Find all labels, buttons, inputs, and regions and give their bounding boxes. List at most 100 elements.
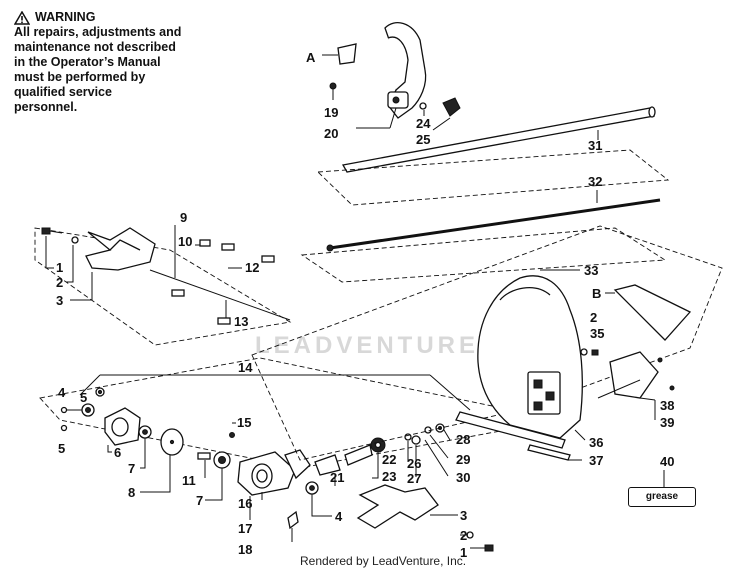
callout-12: 12 xyxy=(245,260,259,275)
footer-credit: Rendered by LeadVenture, Inc. xyxy=(300,554,467,568)
callout-26: 26 xyxy=(407,456,421,471)
callout-28: 28 xyxy=(456,432,470,447)
clip-10 xyxy=(199,239,211,247)
shear-pin-18 xyxy=(287,510,299,530)
key-11 xyxy=(197,452,211,460)
warning-heading: WARNING xyxy=(14,10,214,25)
callout-7-left: 7 xyxy=(128,461,135,476)
gear-21 xyxy=(314,454,341,476)
handle-assembly xyxy=(384,22,427,119)
callout-4-center: 4 xyxy=(335,509,343,524)
callout-38: 38 xyxy=(660,398,674,413)
bearing-7-left xyxy=(138,425,152,439)
callout-A: A xyxy=(306,50,316,65)
warning-line-6: personnel. xyxy=(14,100,78,114)
shaft-31 xyxy=(341,106,656,173)
washer-24 xyxy=(419,102,427,110)
callout-3-upper: 3 xyxy=(56,293,63,308)
chute-housing-33 xyxy=(477,275,583,439)
callout-15: 15 xyxy=(237,415,251,430)
callout-16: 16 xyxy=(238,496,252,511)
callout-8: 8 xyxy=(128,485,135,500)
callout-B: B xyxy=(592,286,601,301)
knob-25 xyxy=(442,97,461,117)
warning-notice: WARNING All repairs, adjustments and mai… xyxy=(14,10,214,115)
washer-2-upper xyxy=(71,236,79,244)
warning-line-5: qualified service xyxy=(14,85,112,99)
decal-a xyxy=(337,43,357,65)
warning-line-2: maintenance not described xyxy=(14,40,176,54)
washer-5-left xyxy=(60,424,68,432)
washer-26 xyxy=(404,433,412,441)
panel-b xyxy=(613,284,692,341)
callout-17: 17 xyxy=(238,521,252,536)
bearing-7-right xyxy=(213,451,231,469)
bearing-4-left xyxy=(81,403,95,417)
callout-25: 25 xyxy=(416,132,430,147)
callout-19: 19 xyxy=(324,105,338,120)
bolt-35 xyxy=(591,349,599,356)
bar-37 xyxy=(455,411,571,461)
pin-15 xyxy=(229,422,236,438)
warning-line-1: All repairs, adjustments and xyxy=(14,25,182,39)
callout-33: 33 xyxy=(584,263,598,278)
bearing-5-left xyxy=(95,387,105,397)
disc-8 xyxy=(160,428,184,456)
callout-29: 29 xyxy=(456,452,470,467)
warning-line-3: in the Operator’s Manual xyxy=(14,55,161,69)
callout-2-upper: 2 xyxy=(56,275,63,290)
watermark: LEADVENTURE xyxy=(255,332,480,359)
callout-14: 14 xyxy=(238,360,253,375)
callout-4-left: 4 xyxy=(58,385,66,400)
rod-32 xyxy=(326,198,661,252)
callout-5-upper-left: 5 xyxy=(80,390,87,405)
callout-39: 39 xyxy=(660,415,674,430)
housing-6 xyxy=(104,407,141,446)
callout-13: 13 xyxy=(234,314,248,329)
guide-3-upper xyxy=(85,227,156,271)
callout-31: 31 xyxy=(588,138,602,153)
callout-27: 27 xyxy=(407,471,421,486)
bolt-19 xyxy=(329,82,337,100)
callout-2-right: 2 xyxy=(590,310,597,325)
warning-triangle-icon xyxy=(14,10,30,25)
callout-1-lower: 1 xyxy=(460,545,467,560)
grease-label: grease xyxy=(645,491,679,502)
callout-3-lower: 3 xyxy=(460,508,467,523)
callout-1-upper: 1 xyxy=(56,260,63,275)
guide-3-lower xyxy=(356,484,439,529)
bushing-22 xyxy=(344,444,373,466)
callout-5-lower-left: 5 xyxy=(58,441,65,456)
callout-22: 22 xyxy=(382,452,396,467)
callout-11: 11 xyxy=(182,473,196,488)
clip-13 xyxy=(217,317,231,325)
bearing-4-center xyxy=(305,481,319,495)
seal-27 xyxy=(411,435,421,445)
callout-40: 40 xyxy=(660,454,674,469)
warning-line-4: must be performed by xyxy=(14,70,146,84)
callout-2-lower: 2 xyxy=(460,528,467,543)
callout-6: 6 xyxy=(114,445,121,460)
bolt-2-right xyxy=(580,348,588,356)
callout-36: 36 xyxy=(589,435,603,450)
bolt-1-upper xyxy=(41,227,63,235)
callout-9: 9 xyxy=(180,210,187,225)
bracket-38-39 xyxy=(609,351,659,399)
callout-21: 21 xyxy=(330,470,344,485)
bolt-1-lower xyxy=(484,544,494,552)
callout-7-right: 7 xyxy=(196,493,203,508)
warning-title: WARNING xyxy=(35,10,96,24)
callout-24: 24 xyxy=(416,116,431,131)
grease-tube: grease xyxy=(628,487,696,507)
callout-37: 37 xyxy=(589,453,603,468)
callout-18: 18 xyxy=(238,542,252,557)
gearbox-16 xyxy=(237,449,311,496)
callout-30: 30 xyxy=(456,470,470,485)
bearing-23 xyxy=(370,437,386,453)
callout-20: 20 xyxy=(324,126,338,141)
callout-35: 35 xyxy=(590,326,604,341)
clip-12 xyxy=(261,255,275,263)
callout-10: 10 xyxy=(178,234,192,249)
callout-32: 32 xyxy=(588,174,602,189)
